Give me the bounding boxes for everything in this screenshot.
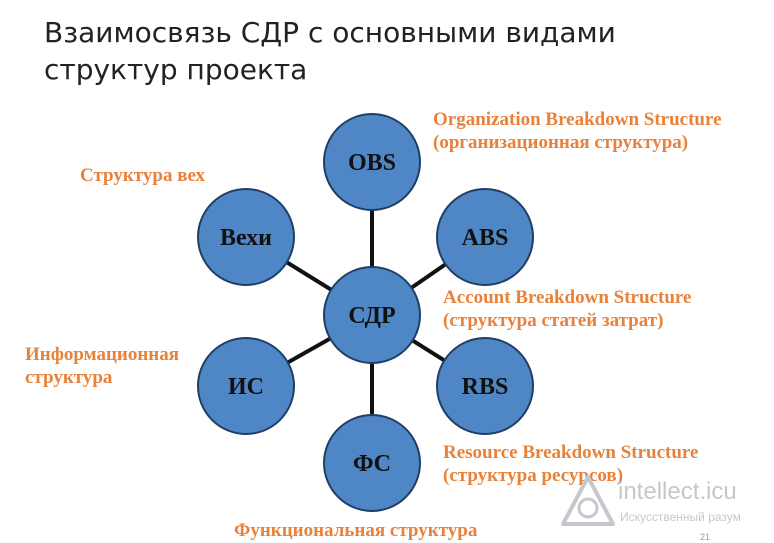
annotation-vehi-line-1: Структура вех — [80, 165, 206, 186]
watermark: intellect.icu Искусственный разум — [560, 470, 774, 536]
node-center-label: СДР — [348, 303, 395, 329]
slide-title: Взаимосвязь СДР с основными видами струк… — [44, 14, 744, 88]
node-obs-label: OBS — [348, 150, 396, 176]
node-vehi: Вехи — [197, 188, 295, 286]
annotation-is-line-1: Информационная — [25, 344, 180, 365]
node-obs: OBS — [323, 113, 421, 211]
annotation-vehi: Структура вех — [80, 164, 205, 187]
annotation-fs-line-1: Функциональная структура — [234, 520, 478, 541]
watermark-logo-icon — [561, 475, 615, 526]
annotation-fs: Функциональная структура — [234, 519, 477, 542]
watermark-name: intellect.icu — [618, 478, 737, 505]
annotation-rbs: Resource Breakdown Structure (структура … — [443, 441, 698, 487]
node-vehi-label: Вехи — [220, 225, 272, 251]
node-rbs-label: RBS — [462, 374, 509, 400]
node-is-label: ИС — [228, 374, 264, 400]
page-number: 21 — [700, 532, 711, 542]
node-abs-label: ABS — [462, 225, 509, 251]
annotation-abs-line-1: Account Breakdown Structure — [443, 287, 692, 308]
node-is: ИС — [197, 337, 295, 435]
annotation-rbs-line-1: Resource Breakdown Structure — [443, 442, 699, 463]
node-rbs: RBS — [436, 337, 534, 435]
annotation-rbs-line-2: (структура ресурсов) — [443, 465, 624, 486]
watermark-tagline: Искусственный разум — [620, 510, 741, 524]
node-fs: ФС — [323, 414, 421, 512]
annotation-obs: Organization Breakdown Structure (органи… — [433, 108, 722, 154]
annotation-abs-line-2: (структура статей затрат) — [443, 310, 664, 331]
annotation-is: Информационная структура — [25, 343, 179, 389]
annotation-obs-line-2: (организационная структура) — [433, 132, 689, 153]
annotation-is-line-2: структура — [25, 367, 113, 388]
slide-title-line-1: Взаимосвязь СДР с основными видами — [44, 16, 616, 49]
node-fs-label: ФС — [353, 451, 391, 477]
node-abs: ABS — [436, 188, 534, 286]
annotation-obs-line-1: Organization Breakdown Structure — [433, 109, 722, 130]
slide-title-line-2: структур проекта — [44, 53, 308, 86]
annotation-abs: Account Breakdown Structure (структура с… — [443, 286, 691, 332]
node-center: СДР — [323, 266, 421, 364]
